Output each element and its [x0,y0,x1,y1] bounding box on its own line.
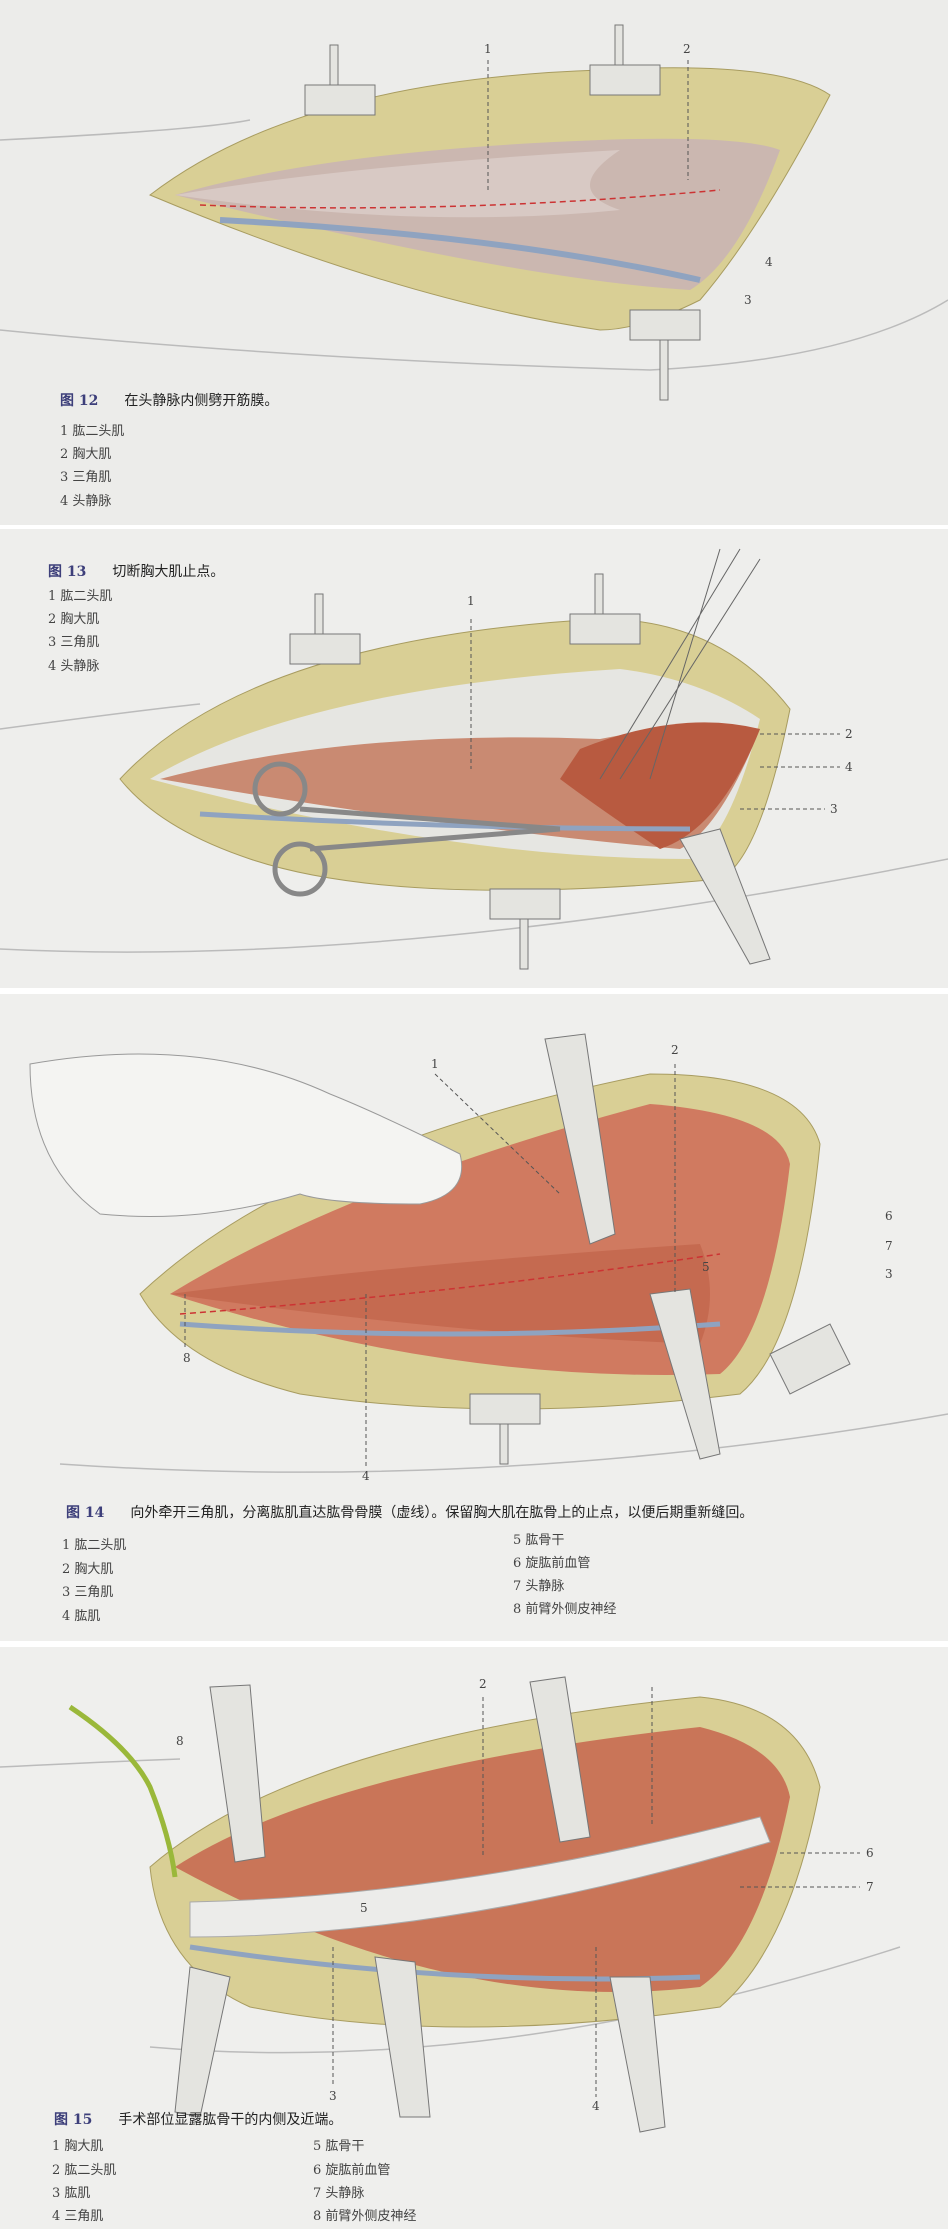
callout-number: 1 [484,42,492,56]
legend-item: 4 三角肌 [52,2209,104,2224]
callout-number: 5 [702,1260,710,1274]
callout-number: 8 [183,1351,191,1365]
caption-text: 在头静脉内侧劈开筋膜。 [124,393,279,409]
figure-caption: 图 13 切断胸大肌止点。 [48,561,224,581]
callout-number: 4 [765,255,773,269]
legend-item: 5 肱骨干 [513,1533,565,1548]
legend-item: 4 头静脉 [48,659,100,674]
callout-number: 3 [885,1267,893,1281]
legend-item: 4 头静脉 [60,494,112,509]
legend-item: 1 肱二头肌 [62,1538,127,1553]
legend-item: 3 三角肌 [62,1585,114,1600]
figure-12-panel: 1 2 4 3 图 12 在头静脉内侧劈开筋膜。 1 肱二头肌 2 胸大肌 3 三… [0,0,948,525]
callout-number: 2 [671,1043,679,1057]
legend-item: 3 三角肌 [48,635,100,650]
legend-item: 3 三角肌 [60,470,112,485]
callout-number: 6 [885,1209,893,1223]
callout-number: 5 [360,1901,368,1915]
legend-item: 2 胸大肌 [48,612,100,627]
figure-caption: 图 15 手术部位显露肱骨干的内侧及近端。 [54,2109,342,2129]
callout-number: 6 [866,1846,874,1860]
legend-item: 2 胸大肌 [60,447,112,462]
figure-label: 图 15 [54,2112,93,2128]
figure-14-panel: 1 2 6 7 3 5 8 4 图 14 向外牵开三角肌，分离肱肌直达肱骨骨膜（虚… [0,994,948,1641]
legend-item: 6 旋肱前血管 [313,2163,391,2178]
legend-item: 2 肱二头肌 [52,2163,117,2178]
figure-15-panel: 2 8 6 7 5 3 4 图 15 手术部位显露肱骨干的内侧及近端。 1 胸大肌… [0,1647,948,2229]
legend-item: 5 肱骨干 [313,2139,365,2154]
figure-12-illustration [0,24,948,401]
callout-number: 7 [885,1239,893,1253]
caption-text: 向外牵开三角肌，分离肱肌直达肱骨骨膜（虚线）。保留胸大肌在肱骨上的止点，以便后期… [130,1505,754,1521]
legend-item: 1 肱二头肌 [60,424,125,439]
callout-number: 8 [176,1734,184,1748]
callout-number: 2 [845,727,853,741]
legend-item: 4 肱肌 [62,1609,101,1624]
legend-item: 3 肱肌 [52,2186,91,2201]
legend-item: 8 前臂外侧皮神经 [513,1602,617,1617]
legend-item: 7 头静脉 [313,2186,365,2201]
callout-number: 2 [479,1677,487,1691]
callout-number: 1 [467,594,475,608]
figure-15-illustration [0,1676,901,2133]
callout-number: 3 [744,293,752,307]
callout-number: 7 [866,1880,874,1894]
legend-item: 6 旋肱前血管 [513,1556,591,1571]
figure-caption: 图 14 向外牵开三角肌，分离肱肌直达肱骨骨膜（虚线）。保留胸大肌在肱骨上的止点，… [66,1502,753,1522]
legend-item: 1 肱二头肌 [48,589,113,604]
legend-item: 8 前臂外侧皮神经 [313,2209,417,2224]
callout-number: 3 [329,2089,337,2103]
callout-number: 4 [845,760,853,774]
figure-label: 图 13 [48,564,87,580]
figure-label: 图 12 [60,393,99,409]
legend-item: 2 胸大肌 [62,1562,114,1577]
legend-item: 1 胸大肌 [52,2139,104,2154]
legend-item: 7 头静脉 [513,1579,565,1594]
callout-number: 2 [683,42,691,56]
callout-number: 1 [431,1057,439,1071]
caption-text: 切断胸大肌止点。 [112,564,225,580]
figure-14-illustration [29,1033,948,1473]
figure-13-illustration [0,548,948,970]
callout-number: 4 [592,2099,600,2113]
figure-label: 图 14 [66,1505,105,1521]
caption-text: 手术部位显露肱骨干的内侧及近端。 [118,2112,343,2128]
callout-number: 4 [362,1469,370,1483]
callout-number: 3 [830,802,838,816]
figure-caption: 图 12 在头静脉内侧劈开筋膜。 [60,390,278,410]
